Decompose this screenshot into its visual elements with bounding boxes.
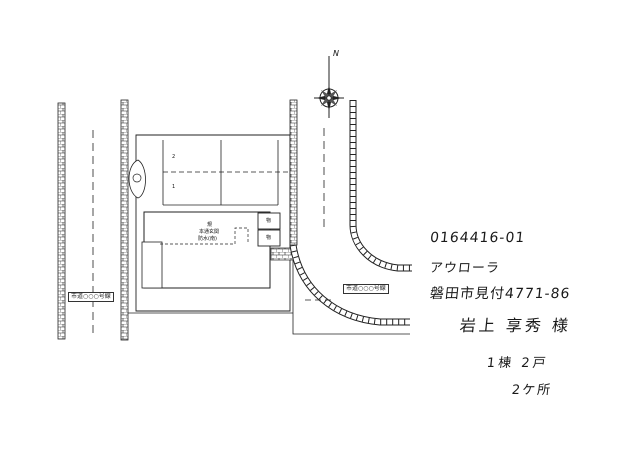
building-label-3: 防水(南) [198, 236, 217, 242]
right-road-curve-wall [349, 100, 412, 272]
right-road-curve-wall-fill [350, 100, 412, 271]
note-client: 岩上 享秀 様 [458, 316, 573, 335]
north-arrow-compass-icon [314, 56, 344, 118]
parking-area [162, 140, 290, 206]
storage-unit-1 [257, 212, 281, 230]
building-label-2: 本通玄関 [199, 229, 220, 235]
north-label: N [333, 49, 339, 58]
entrance-outline [160, 227, 249, 245]
building-footprint [143, 211, 271, 289]
parking-number-2: 2 [172, 154, 176, 160]
right-road-curve-wall-bricks [350, 100, 412, 271]
parking-number-1: 1 [172, 184, 176, 190]
left-road-label: 市道○○○号線 [68, 292, 114, 302]
note-units: 1棟 2戸 [486, 356, 550, 371]
note-count: 2ケ所 [511, 383, 553, 398]
storage-unit-2 [257, 229, 281, 247]
lot-left-wall [120, 99, 129, 341]
corner-curve-wall-bricks [290, 244, 410, 325]
note-code: 0164416-01 [429, 230, 527, 246]
unit-label-2: 物 [266, 235, 272, 241]
unit-label-1: 物 [266, 218, 272, 224]
lower-lot-edge [292, 260, 410, 335]
building-annex [141, 241, 163, 289]
right-road-label: 市道○○○号線 [343, 284, 389, 294]
left-boundary-wall [57, 102, 66, 340]
building-label-1: 規 [207, 222, 213, 228]
lot-boundary [135, 134, 291, 312]
note-address: 磐田市見付4771-86 [429, 286, 572, 302]
right-road-left-wall [289, 99, 298, 246]
tree-icon [132, 173, 142, 183]
note-series: アウローラ [429, 261, 501, 276]
meter-box [270, 247, 294, 261]
garden-mound [128, 159, 146, 199]
